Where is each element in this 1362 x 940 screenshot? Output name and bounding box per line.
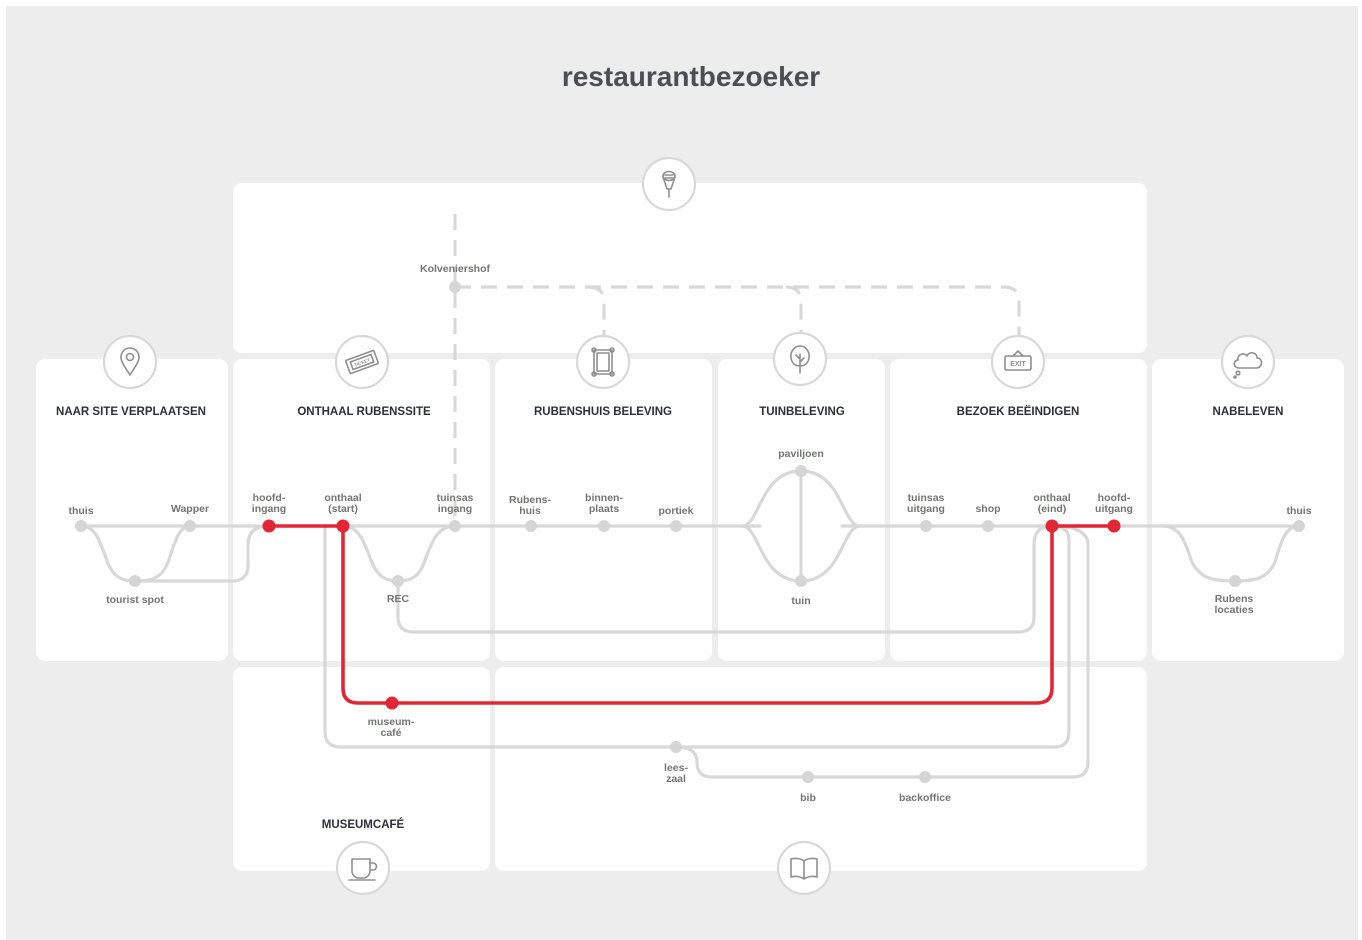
section-tuin: TUINBELEVING [759, 406, 845, 418]
track-thuis-locaties-b [1233, 524, 1301, 583]
label-leeszaal: lees-zaal [664, 762, 688, 785]
icons: TICKET EXIT [102, 156, 1276, 896]
stop-thuis-start[interactable] [75, 520, 87, 532]
label-backoffice: backoffice [899, 792, 951, 804]
label-hoofduitgang: hoofd-uitgang [1095, 492, 1133, 515]
stop-rubenshuis[interactable] [525, 520, 537, 532]
panel-onthaal [233, 359, 490, 661]
track-thuis-tourist [79, 524, 137, 583]
label-thuis-start: thuis [68, 505, 93, 517]
label-tuin: tuin [791, 595, 810, 607]
route-onthaal-museumcafe [341, 524, 1054, 705]
label-tourist-spot: tourist spot [106, 594, 164, 606]
section-museumcafe: MUSEUMCAFÉ [322, 818, 405, 831]
stop-tuin[interactable] [795, 575, 807, 587]
track-bib-loop [674, 524, 1090, 779]
section-titles: NAAR SITE VERPLAATSEN ONTHAAL RUBENSSITE… [56, 405, 1283, 831]
track-onthaal-rec [341, 524, 400, 583]
stop-onthaal-start[interactable] [336, 519, 350, 533]
microphone-icon [641, 156, 697, 212]
stop-hoofduitgang[interactable] [1107, 519, 1121, 533]
label-shop: shop [975, 503, 1000, 515]
section-bezoek: BEZOEK BEËINDIGEN [957, 405, 1080, 418]
panel-top-kolveniershof [233, 183, 1147, 353]
label-onthaal-eind: onthaal(eind) [1033, 492, 1070, 515]
stop-tourist-spot[interactable] [129, 575, 141, 587]
stop-museumcafe[interactable] [385, 696, 399, 710]
label-portiek: portiek [658, 505, 693, 517]
exit-sign-icon: EXIT [990, 334, 1046, 390]
stop-onthaal-eind[interactable] [1045, 519, 1059, 533]
stop-shop[interactable] [982, 520, 994, 532]
section-nabeleven: NABELEVEN [1213, 406, 1284, 418]
label-onthaal-start: onthaal(start) [324, 492, 361, 515]
ticket-text: TICKET [354, 357, 371, 367]
stop-thuis-end[interactable] [1293, 520, 1305, 532]
stop-bib[interactable] [802, 771, 814, 783]
picture-frame-icon [575, 334, 631, 390]
stop-tuinsas-ingang[interactable] [449, 520, 461, 532]
panel-bezoek [890, 359, 1147, 661]
track-leeszaal-loop [323, 524, 1071, 749]
stop-rec[interactable] [392, 575, 404, 587]
open-book-icon [776, 840, 832, 896]
track-dashed-rubenshuis-branch [588, 285, 606, 337]
track-dashed-tuin-branch [785, 285, 803, 337]
stop-backoffice[interactable] [919, 771, 931, 783]
section-onthaal: ONTHAAL RUBENSSITE [297, 406, 431, 418]
stop-binnenplaats[interactable] [598, 520, 610, 532]
track-rec-loop [396, 524, 1054, 634]
label-paviljoen: paviljoen [778, 448, 824, 460]
stop-leeszaal[interactable] [670, 741, 682, 753]
panel-rubenshuis [495, 359, 712, 661]
location-pin-icon [102, 334, 158, 390]
panels [36, 183, 1344, 871]
track-thuis-locaties-a [1161, 524, 1237, 583]
ticket-icon: TICKET [334, 334, 390, 390]
stop-kolveniershof[interactable] [449, 281, 461, 293]
stop-tuinsas-uitgang[interactable] [920, 520, 932, 532]
thought-cloud-icon [1220, 334, 1276, 390]
panel-nabeleven [1152, 359, 1344, 661]
stop-hoofdingang[interactable] [262, 519, 276, 533]
track-tourist-hoofdingang [133, 524, 271, 583]
red-route [267, 524, 1116, 705]
label-museumcafe: museum-café [368, 716, 415, 739]
label-hoofdingang: hoofd-ingang [252, 492, 286, 515]
label-bib: bib [800, 792, 816, 804]
coffee-cup-icon [335, 840, 391, 896]
stop-portiek[interactable] [670, 520, 682, 532]
label-rec: REC [387, 593, 410, 605]
label-wapper: Wapper [171, 503, 209, 515]
section-naar-site: NAAR SITE VERPLAATSEN [56, 406, 206, 418]
grey-tracks [79, 214, 1301, 779]
panel-naar-site [36, 359, 228, 661]
stop-rubens-locaties[interactable] [1229, 575, 1241, 587]
stop-paviljoen[interactable] [795, 465, 807, 477]
diagram-title: restaurantbezoeker [562, 61, 820, 92]
label-thuis-end: thuis [1286, 505, 1311, 517]
track-rec-tuinsas [396, 524, 457, 583]
stop-labels: thuis Wapper tourist spot hoofd-ingang o… [68, 263, 1311, 804]
panel-museumcafe [233, 667, 490, 871]
label-kolveniershof: Kolveniershof [420, 263, 491, 275]
track-kolveniershof-dashed-horizontal [455, 285, 1021, 337]
section-rubenshuis: RUBENSHUIS BELEVING [534, 406, 672, 418]
stops [75, 281, 1305, 783]
tree-icon [772, 331, 828, 387]
panel-bib [495, 667, 1147, 871]
label-rubenshuis: Rubens-huis [509, 494, 552, 517]
stop-wapper[interactable] [184, 520, 196, 532]
exit-sign-text: EXIT [1010, 361, 1026, 368]
label-binnenplaats: binnen-plaats [585, 492, 623, 515]
